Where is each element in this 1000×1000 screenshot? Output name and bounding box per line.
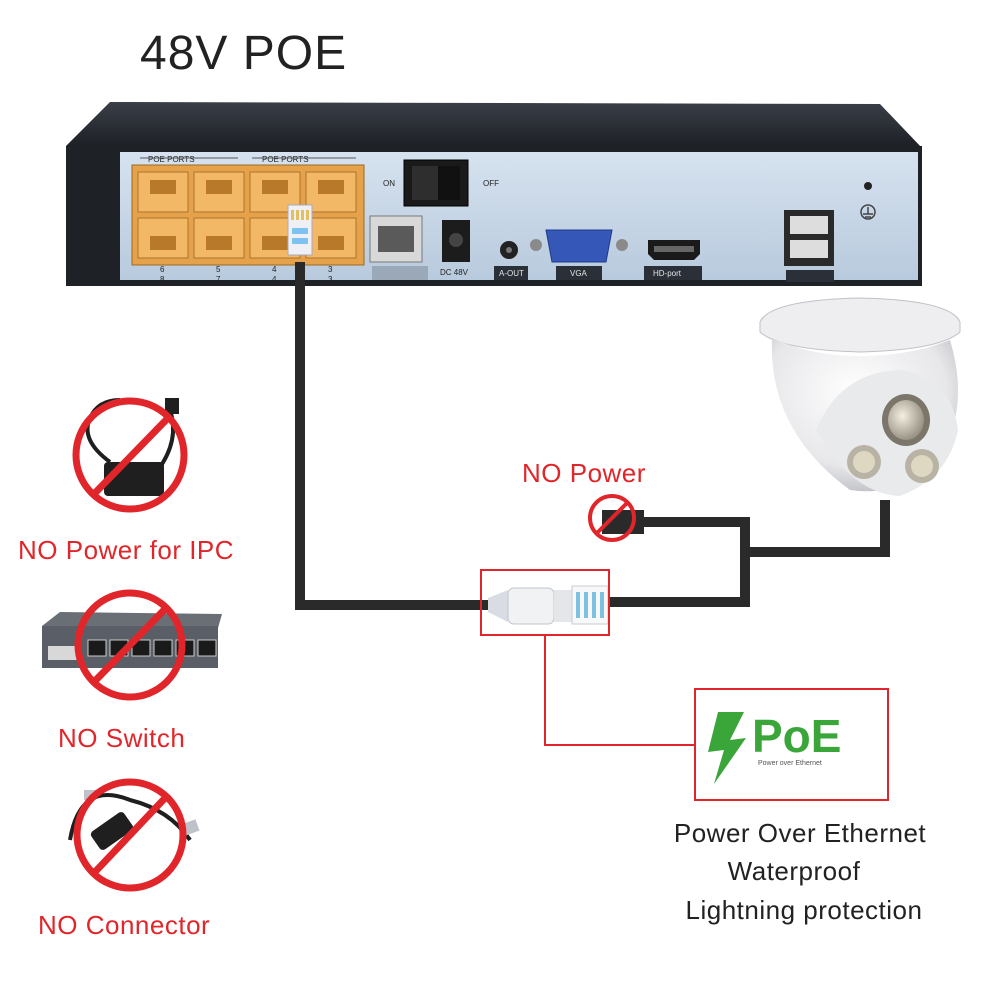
power-switch[interactable]: ON OFF [383, 159, 499, 207]
usb-ports[interactable] [784, 210, 834, 282]
hd-label: HD-port [653, 269, 682, 278]
nvr-top-panel [66, 102, 922, 148]
ground-icon [860, 204, 876, 220]
port-number: 5 [216, 265, 221, 274]
no-power-icon [588, 494, 644, 542]
poe-feature: Waterproof [727, 856, 861, 886]
power-adapter-icon [72, 397, 188, 513]
poe-logo-text: PoE [752, 710, 841, 762]
vga-label: VGA [570, 269, 588, 278]
restriction-label-ipc: NO Power for IPC [18, 535, 235, 565]
page-title: 48V POE [140, 27, 348, 80]
restriction-label-switch: NO Switch [58, 723, 186, 753]
lightning-icon [708, 712, 746, 784]
usb-connector-icon [68, 778, 200, 892]
port-number: 3 [328, 275, 333, 284]
dome-camera [759, 297, 961, 496]
poe-ports-block: POE PORTS POE PORTS 6 5 4 3 8 7 4 3 [131, 155, 365, 284]
port-number: 8 [160, 275, 165, 284]
lan-port[interactable] [369, 215, 428, 280]
dc-power-jack[interactable]: DC 48V [440, 220, 470, 277]
aout-label: A-OUT [499, 269, 524, 278]
port-number: 7 [216, 275, 221, 284]
restriction-label-connector: NO Connector [38, 910, 211, 940]
audio-out-port[interactable]: A-OUT [494, 241, 528, 280]
port-number: 4 [272, 265, 277, 274]
poe-callout-line [544, 635, 695, 746]
poe-ports-label: POE PORTS [262, 155, 309, 164]
vga-port[interactable]: VGA [530, 229, 628, 280]
rj45-plug [287, 204, 313, 256]
poe-feature: Lightning protection [685, 895, 923, 925]
hdmi-port[interactable]: HD-port [644, 240, 702, 280]
port-number: 6 [160, 265, 165, 274]
poe-logo-subtext: Power over Ethernet [758, 760, 822, 767]
switch-off-label: OFF [483, 179, 499, 188]
dc-label: DC 48V [440, 268, 469, 277]
poe-logo-box: PoE Power over Ethernet [694, 688, 889, 801]
port-number: 4 [272, 275, 277, 284]
rj45-connector [488, 585, 609, 625]
indicator-hole [864, 182, 872, 190]
ethernet-cable [295, 262, 890, 610]
network-switch-icon [42, 589, 222, 701]
nvr-device: POE PORTS POE PORTS 6 5 4 3 8 7 4 3 ON O… [66, 102, 922, 286]
port-number: 3 [328, 265, 333, 274]
switch-on-label: ON [383, 179, 395, 188]
poe-feature: Power Over Ethernet [673, 818, 927, 848]
no-power-label: NO Power [522, 458, 646, 488]
poe-ports-label: POE PORTS [148, 155, 195, 164]
